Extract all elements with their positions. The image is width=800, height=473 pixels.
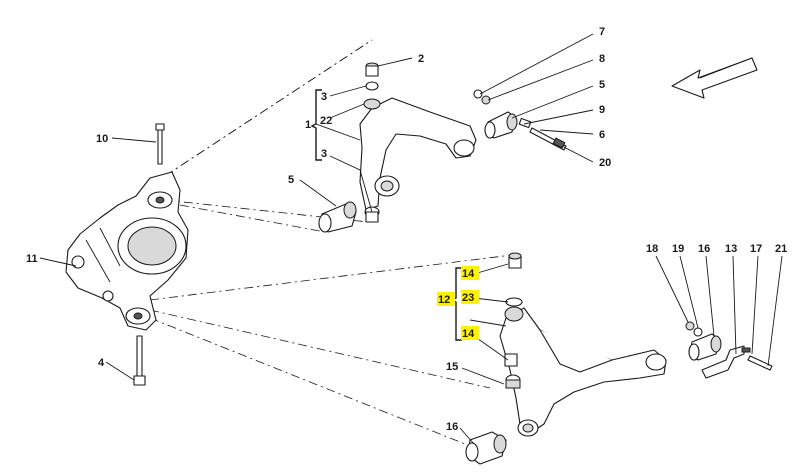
part-label-23: 23 bbox=[462, 292, 474, 304]
part-label-3-lower: 3 bbox=[321, 148, 327, 160]
part-label-7: 7 bbox=[599, 26, 605, 38]
part-label-20: 20 bbox=[599, 157, 611, 169]
part-label-14-lower: 14 bbox=[462, 328, 475, 340]
leader-lines bbox=[39, 33, 783, 445]
part-label-19: 19 bbox=[672, 243, 684, 255]
part-label-17: 17 bbox=[750, 243, 762, 255]
part-label-5-left: 5 bbox=[288, 174, 294, 186]
steering-knuckle bbox=[65, 171, 189, 331]
part-label-10: 10 bbox=[96, 133, 108, 145]
part-label-14-upper: 14 bbox=[462, 268, 475, 280]
part-label-21: 21 bbox=[775, 243, 787, 255]
lower-bushes bbox=[504, 252, 524, 389]
part-label-12: 12 bbox=[438, 294, 450, 306]
part-label-15: 15 bbox=[446, 361, 458, 373]
bolt-part-4 bbox=[133, 335, 146, 386]
part-label-16-lower: 16 bbox=[446, 421, 458, 433]
lower-arm-pivot-hardware bbox=[685, 321, 773, 379]
part-label-22: 22 bbox=[320, 115, 332, 127]
bush-part-16-lower bbox=[465, 431, 507, 465]
part-label-4: 4 bbox=[98, 357, 105, 369]
highlights bbox=[437, 266, 479, 340]
part-label-5-right: 5 bbox=[599, 79, 605, 91]
part-label-11: 11 bbox=[26, 253, 38, 265]
upper-wishbone bbox=[359, 97, 477, 211]
bush-part-5-left bbox=[318, 201, 357, 233]
part-label-6: 6 bbox=[599, 129, 605, 141]
part-label-2: 2 bbox=[418, 53, 424, 65]
part-label-1: 1 bbox=[305, 119, 311, 131]
part-label-16-right: 16 bbox=[698, 243, 710, 255]
bolt-part-10 bbox=[155, 123, 165, 165]
lower-wishbone bbox=[499, 307, 667, 437]
brace-group-1 bbox=[310, 89, 322, 161]
part-label-13: 13 bbox=[725, 243, 737, 255]
part-label-3-upper: 3 bbox=[321, 91, 327, 103]
part-label-8: 8 bbox=[599, 53, 605, 65]
part-label-9: 9 bbox=[599, 104, 605, 116]
direction-arrow-icon bbox=[671, 57, 758, 99]
part-label-18: 18 bbox=[646, 243, 658, 255]
assembly-guide-lines bbox=[149, 39, 513, 451]
upper-arm-pivot-hardware bbox=[473, 89, 567, 151]
